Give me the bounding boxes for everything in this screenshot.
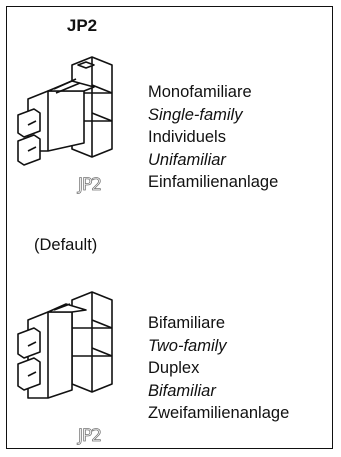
label-french: Individuels <box>148 128 226 146</box>
label-italian: Bifamiliare <box>148 314 226 332</box>
jumper-single-family-icon <box>17 56 113 166</box>
label-french: Duplex <box>148 359 200 377</box>
default-label: (Default) <box>34 236 98 254</box>
option-two-family-labels: Bifamiliare Two-family Duplex Bifamiliar… <box>148 312 289 425</box>
option-single-family-labels: Monofamiliare Single-family Individuels … <box>148 81 278 194</box>
label-english: Single-family <box>148 105 243 124</box>
diagram-frame <box>6 6 333 449</box>
label-spanish: Unifamiliar <box>148 150 226 169</box>
jp2-silkscreen-mark-top: JP2 <box>78 175 103 196</box>
diagram-title: JP2 <box>66 16 98 35</box>
label-italian: Monofamiliare <box>148 83 252 101</box>
jp2-silkscreen-mark-bottom: JP2 <box>78 426 103 447</box>
label-english: Two-family <box>148 336 227 355</box>
label-spanish: Bifamiliar <box>148 381 216 400</box>
label-german: Einfamilienanlage <box>148 173 279 191</box>
jumper-two-family-icon <box>17 291 113 399</box>
label-german: Zweifamilienanlage <box>148 404 290 422</box>
